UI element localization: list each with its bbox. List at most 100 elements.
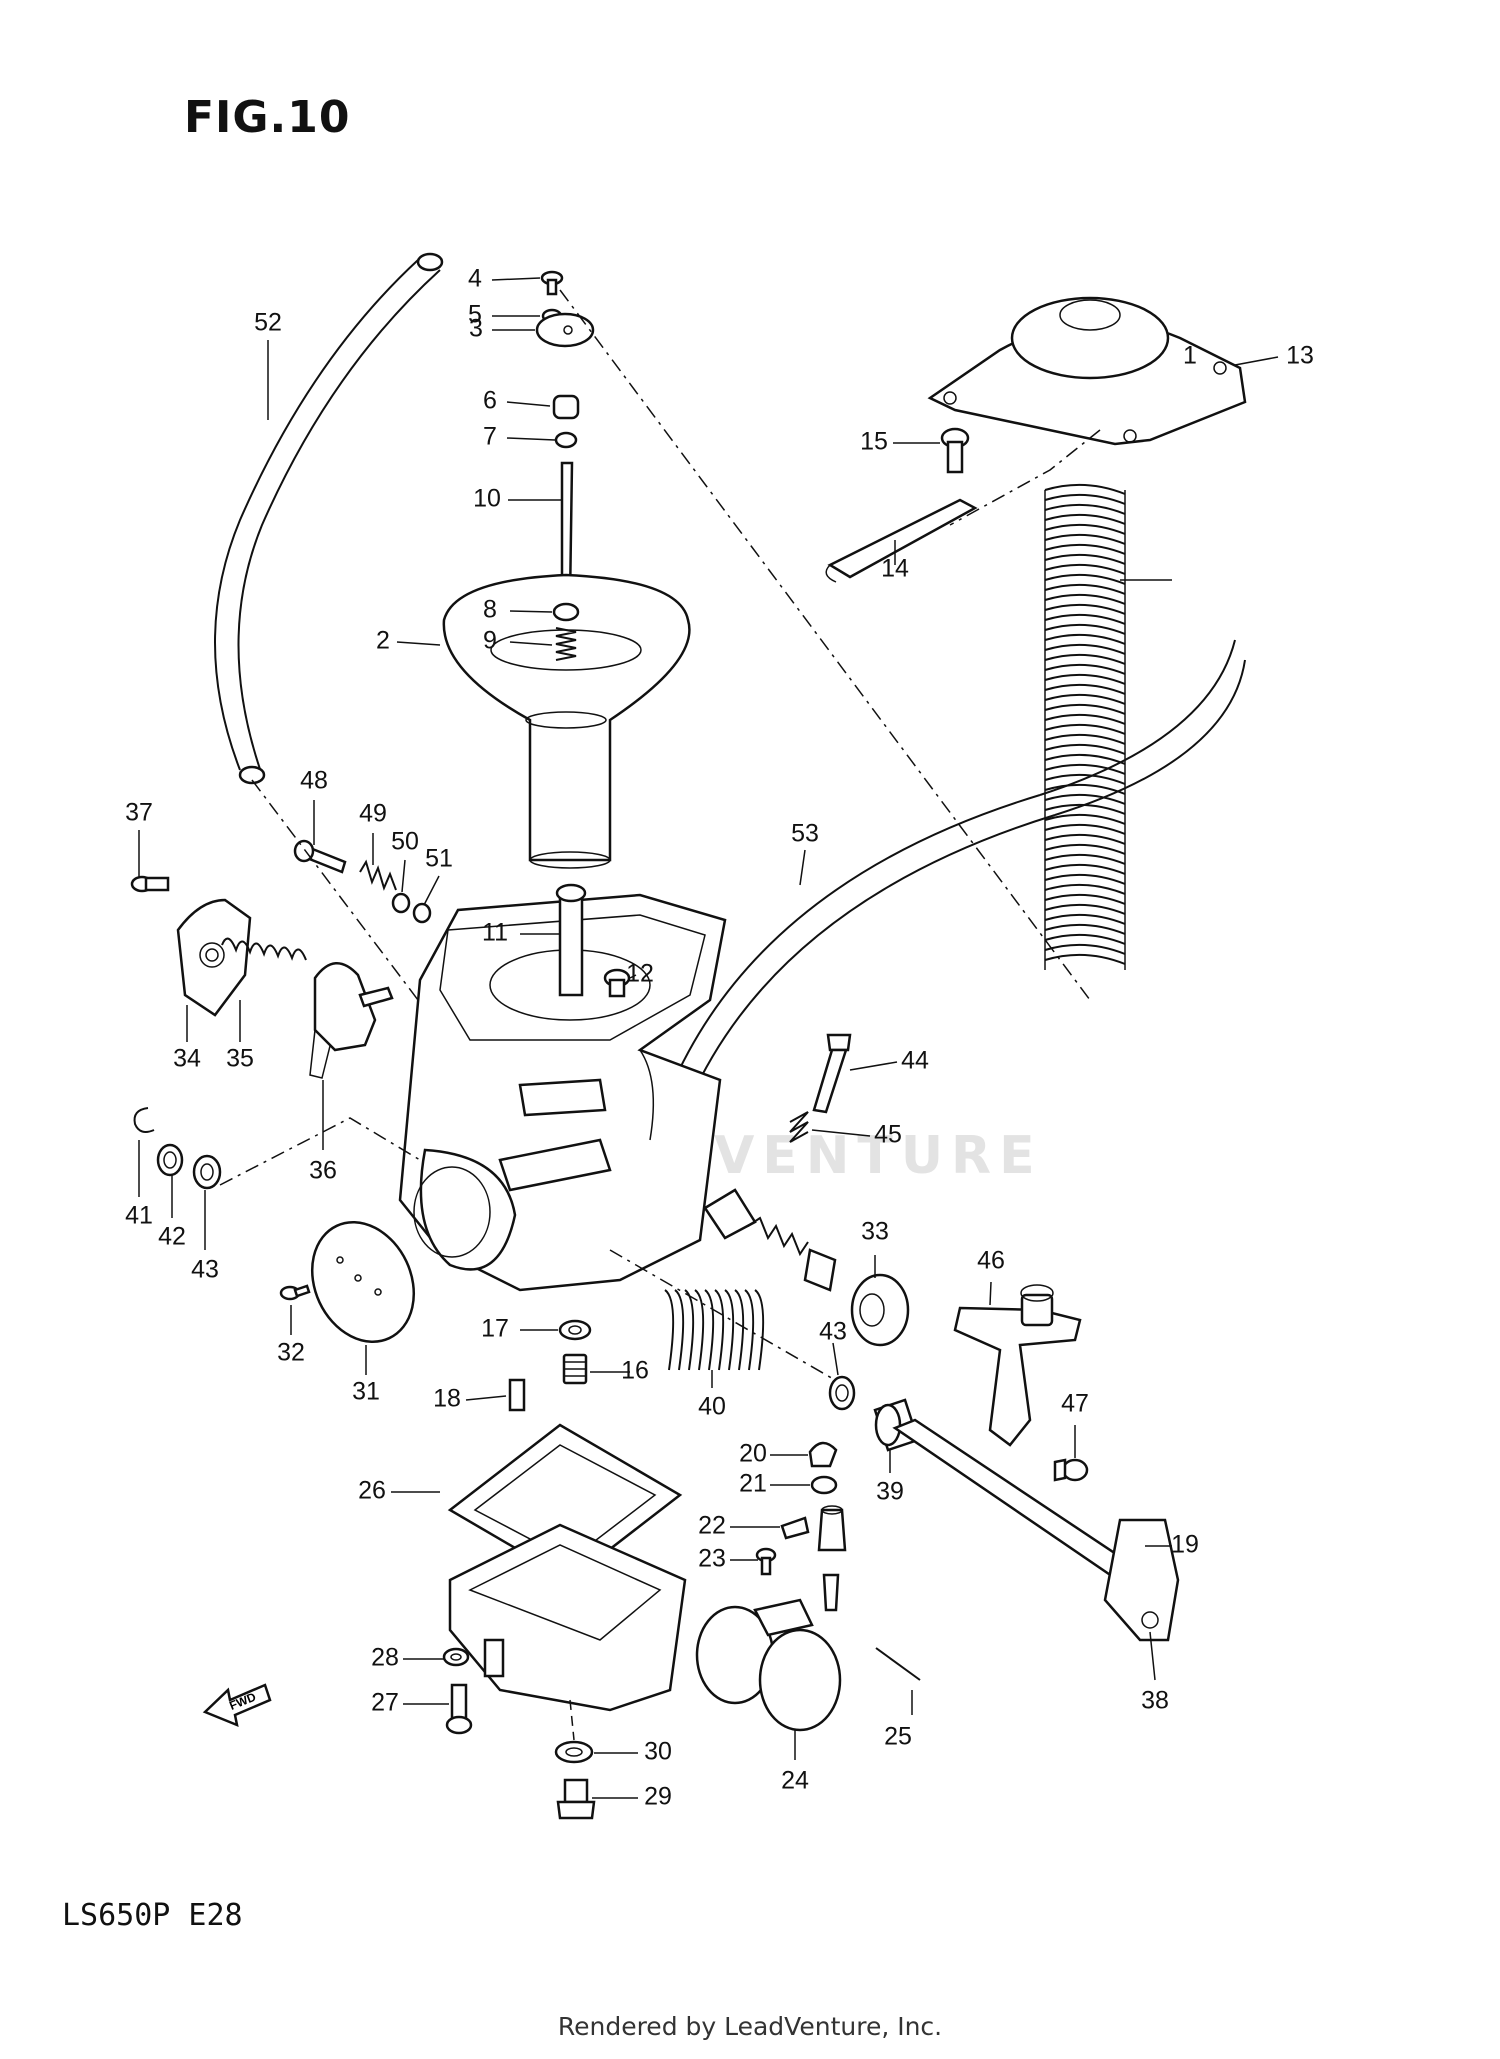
part-24-float[interactable] xyxy=(695,1598,842,1732)
callout-16: 16 xyxy=(621,1357,649,1385)
carburetor-body[interactable] xyxy=(398,893,727,1292)
part-18-jet[interactable] xyxy=(508,1378,526,1412)
part-22-plate[interactable] xyxy=(780,1516,810,1540)
part-30-gasket[interactable] xyxy=(554,1740,594,1764)
callout-26: 26 xyxy=(358,1477,386,1505)
part-43-washer-left[interactable] xyxy=(192,1154,222,1190)
part-16-jet[interactable] xyxy=(562,1353,588,1385)
callout-17: 17 xyxy=(481,1315,509,1343)
callout-41: 41 xyxy=(125,1202,153,1230)
callout-52: 52 xyxy=(254,309,282,337)
part-41-clip[interactable] xyxy=(133,1107,155,1133)
part-29-drain-plug[interactable] xyxy=(556,1778,596,1820)
part-50-washer[interactable] xyxy=(391,892,411,914)
part-28-nut[interactable] xyxy=(442,1647,470,1667)
part-35-spring[interactable] xyxy=(221,937,307,961)
callout-46: 46 xyxy=(977,1247,1005,1275)
callout-43: 43 xyxy=(819,1318,847,1346)
callout-22: 22 xyxy=(698,1512,726,1540)
fwd-arrow-icon xyxy=(202,1683,272,1728)
callout-38: 38 xyxy=(1141,1687,1169,1715)
callout-1: 1 xyxy=(1183,342,1197,370)
callout-3: 3 xyxy=(469,315,483,343)
callout-9: 9 xyxy=(483,627,497,655)
part-4-screw[interactable] xyxy=(540,270,564,296)
part-45-spring[interactable] xyxy=(789,1111,809,1143)
part-8-spacer[interactable] xyxy=(552,602,580,622)
part-31-plate[interactable] xyxy=(293,1206,432,1359)
callout-5: 5 xyxy=(468,301,482,329)
callout-36: 36 xyxy=(309,1157,337,1185)
part-42-washer[interactable] xyxy=(156,1143,184,1177)
part-1-spring[interactable] xyxy=(1044,483,1126,970)
callout-10: 10 xyxy=(473,485,501,513)
callout-39: 39 xyxy=(876,1478,904,1506)
callout-33: 33 xyxy=(861,1218,889,1246)
callout-21: 21 xyxy=(739,1470,767,1498)
part-38-starter-shaft[interactable] xyxy=(892,1418,1180,1642)
part-34-cover[interactable] xyxy=(176,898,252,1017)
part-13-cover[interactable] xyxy=(927,296,1247,446)
part-46-bracket[interactable] xyxy=(953,1284,1082,1447)
callout-31: 31 xyxy=(352,1378,380,1406)
part-47-screw[interactable] xyxy=(1053,1458,1089,1482)
callout-43: 43 xyxy=(191,1256,219,1284)
callout-24: 24 xyxy=(781,1767,809,1795)
callout-32: 32 xyxy=(277,1339,305,1367)
model-code: LS650P E28 xyxy=(62,1898,243,1933)
part-32-screw[interactable] xyxy=(279,1284,311,1301)
callout-15: 15 xyxy=(860,428,888,456)
callout-51: 51 xyxy=(425,845,453,873)
callout-35: 35 xyxy=(226,1045,254,1073)
callout-45: 45 xyxy=(874,1121,902,1149)
part-23-screw[interactable] xyxy=(755,1547,777,1576)
callout-42: 42 xyxy=(158,1223,186,1251)
callout-44: 44 xyxy=(901,1047,929,1075)
float-chamber[interactable] xyxy=(448,1523,687,1712)
part-44-screw[interactable] xyxy=(812,1033,852,1114)
part-19-needle-valve[interactable] xyxy=(817,1505,847,1612)
part-51-oring[interactable] xyxy=(412,902,432,924)
callout-labels: 1234567891011121314151617181920212223242… xyxy=(125,265,1314,1811)
part-17-washer[interactable] xyxy=(558,1319,592,1341)
callout-49: 49 xyxy=(359,800,387,828)
callout-14: 14 xyxy=(881,555,909,583)
footer-credit: Rendered by LeadVenture, Inc. xyxy=(557,2012,943,2041)
part-52-hose[interactable] xyxy=(214,252,444,785)
part-11-needle-jet[interactable] xyxy=(555,883,587,997)
part-6-holder[interactable] xyxy=(552,394,580,420)
callout-37: 37 xyxy=(125,799,153,827)
part-9-spring[interactable] xyxy=(555,627,577,661)
callout-40: 40 xyxy=(698,1393,726,1421)
callout-27: 27 xyxy=(371,1689,399,1717)
part-15-screw[interactable] xyxy=(940,427,970,474)
part-7-clip[interactable] xyxy=(554,431,578,449)
callout-53: 53 xyxy=(791,820,819,848)
part-27-screw[interactable] xyxy=(445,1683,473,1735)
part-53-vent-tube[interactable] xyxy=(669,639,1246,1101)
callout-4: 4 xyxy=(468,265,482,293)
part-3-plate[interactable] xyxy=(535,312,595,348)
part-20-cap[interactable] xyxy=(808,1441,838,1468)
callout-7: 7 xyxy=(483,423,497,451)
callout-47: 47 xyxy=(1061,1390,1089,1418)
part-48-screw[interactable] xyxy=(293,839,347,874)
part-49-spring[interactable] xyxy=(359,859,397,891)
callout-28: 28 xyxy=(371,1644,399,1672)
part-37-screw[interactable] xyxy=(130,875,170,893)
part-12-screw[interactable] xyxy=(603,968,631,998)
part-21-oring[interactable] xyxy=(810,1475,838,1495)
part-14-clamp[interactable] xyxy=(825,498,978,583)
callout-13: 13 xyxy=(1286,342,1314,370)
part-25-pin[interactable] xyxy=(875,1647,921,1681)
part-33-starter-plunger[interactable] xyxy=(703,1188,910,1347)
callout-11: 11 xyxy=(482,919,508,947)
part-40-spring[interactable] xyxy=(664,1289,765,1371)
callout-19: 19 xyxy=(1171,1531,1199,1559)
callout-2: 2 xyxy=(376,627,390,655)
callout-25: 25 xyxy=(884,1723,912,1751)
part-43-washer-right[interactable] xyxy=(828,1375,856,1411)
callout-23: 23 xyxy=(698,1545,726,1573)
part-36-diaphragm[interactable] xyxy=(309,962,394,1079)
